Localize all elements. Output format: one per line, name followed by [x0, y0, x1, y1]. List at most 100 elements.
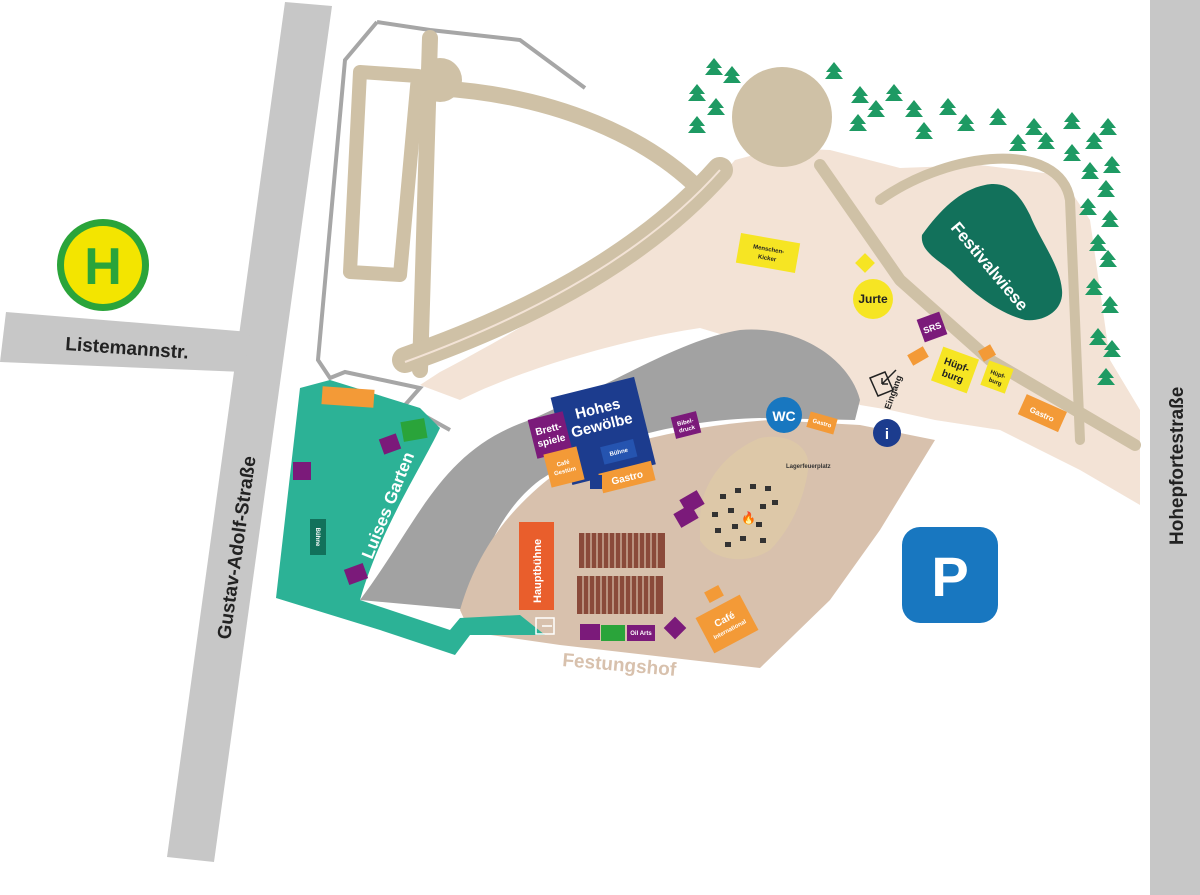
tree-icon	[707, 98, 725, 115]
stand-purple-diamond[interactable]	[663, 616, 687, 640]
tree-icon	[1079, 198, 1097, 215]
tree-icon	[905, 100, 923, 117]
gastro-small-label: Gastro	[812, 418, 833, 429]
tree-icon	[1081, 162, 1099, 179]
tree-icon	[851, 86, 869, 103]
garden-entrance[interactable]	[535, 617, 555, 635]
tree-icon	[1063, 112, 1081, 129]
hauptbuehne-stage[interactable]: Hauptbühne	[519, 522, 554, 610]
orange-diamond-right[interactable]	[977, 344, 997, 362]
hohepfortestrasse-road[interactable]	[1150, 0, 1200, 895]
gewoelbe-gastro[interactable]: Gastro	[598, 460, 656, 494]
tree-icon	[1097, 368, 1115, 385]
orange-diamond-left[interactable]	[907, 346, 929, 366]
hauptbuehne-label: Hauptbühne	[532, 539, 544, 603]
garden-green-small[interactable]	[400, 418, 428, 442]
listemannstrasse-road[interactable]	[0, 312, 250, 372]
court-purple-2[interactable]	[673, 504, 699, 528]
lagerfeuerplatz-area[interactable]	[700, 436, 809, 560]
bibeldruck-label-1: Bibel-	[677, 418, 695, 428]
path-outline	[404, 169, 721, 363]
tree-icon	[1101, 210, 1119, 227]
stand-green[interactable]	[601, 625, 625, 641]
tree-icon	[1025, 118, 1043, 135]
bibeldruck-box[interactable]: Bibel- druck	[670, 411, 702, 439]
gastro-small-box[interactable]: Gastro	[806, 411, 838, 435]
tree-icon	[849, 114, 867, 131]
tree-icon	[1009, 134, 1027, 151]
huepfburg-small-label-2: burg	[988, 378, 1003, 388]
seating-block-upper	[579, 533, 665, 568]
huepfburg-small[interactable]: Hüpf- burg	[980, 360, 1014, 394]
tree-icon	[1101, 296, 1119, 313]
wc-icon[interactable]	[766, 397, 802, 433]
tree-icon	[723, 66, 741, 83]
garden-buehne[interactable]: Bühne	[310, 519, 326, 555]
tree-icon	[1063, 144, 1081, 161]
cafe-gestuem-label-1: Café	[556, 459, 571, 468]
info-icon[interactable]	[873, 419, 901, 447]
tree-icon	[1099, 250, 1117, 267]
tree-icon	[1103, 340, 1121, 357]
garden-orange-box[interactable]	[321, 386, 375, 408]
lagerfeuer-label: Lagerfeuerplatz	[786, 464, 831, 470]
stone-navy-marker[interactable]	[590, 475, 602, 489]
parking-label: P	[931, 545, 968, 608]
cafe-gestuem-label-2: Gestüm	[554, 466, 577, 477]
fortress-outer-wall	[315, 20, 587, 432]
srs-box[interactable]: SRS	[916, 311, 948, 343]
bibeldruck-label-2: druck	[679, 425, 697, 435]
tree-icon	[989, 108, 1007, 125]
tree-icon	[825, 62, 843, 79]
menschenkicker-label-1: Menschen-	[753, 244, 785, 255]
hohepfortestrasse-label: Hohepfortestraße	[1167, 387, 1188, 545]
jurte-label: Jurte	[858, 292, 888, 306]
stand-purple-1[interactable]	[580, 624, 600, 640]
garden-purple-box[interactable]	[293, 462, 311, 480]
tree-icon	[1097, 180, 1115, 197]
parking-icon[interactable]	[902, 527, 998, 623]
tower-circle	[732, 67, 832, 167]
campfire-icon: 🔥	[741, 511, 756, 525]
tree-icon	[1099, 118, 1117, 135]
festivalwiese-area[interactable]	[921, 184, 1063, 321]
cafe-international-box[interactable]: Café International	[695, 594, 759, 654]
bus-stop-inner	[64, 226, 142, 304]
jurte-area[interactable]	[853, 279, 893, 319]
buehne-garden-label: Bühne	[314, 528, 320, 547]
path-junction	[418, 58, 462, 102]
info-label: i	[885, 426, 889, 443]
bus-stop-label: H	[84, 238, 122, 296]
orange-small-marker[interactable]	[704, 584, 724, 604]
tree-icon	[1085, 278, 1103, 295]
oil-arts-box[interactable]: Oil Arts	[627, 625, 655, 641]
yellow-small-marker[interactable]	[855, 253, 875, 273]
tree-icon	[915, 122, 933, 139]
entrance-arrow-icon	[868, 369, 897, 397]
luises-garten-area[interactable]	[276, 380, 545, 655]
tree-icon	[939, 98, 957, 115]
wc-label: WC	[772, 408, 795, 424]
tree-icon	[705, 58, 723, 75]
tree-icon	[1037, 132, 1055, 149]
stone-area	[360, 329, 860, 610]
menschenkicker-box[interactable]: Menschen- Kicker	[735, 233, 801, 273]
oel-arts-label: Oil Arts	[630, 631, 652, 637]
garden-purple-small[interactable]	[378, 433, 402, 455]
tree-icon	[688, 84, 706, 101]
tree-icon	[957, 114, 975, 131]
tree-icon	[1089, 234, 1107, 251]
cafe-gestuem-box[interactable]: Café Gestüm	[543, 446, 585, 488]
menschenkicker-label-2: Kicker	[757, 254, 777, 263]
seating-block-lower	[577, 576, 663, 614]
garden-purple-bottom[interactable]	[343, 563, 369, 585]
huepfburg-big[interactable]: Hüpf- burg	[930, 346, 980, 394]
gustav-adolf-strasse-road[interactable]	[167, 2, 332, 862]
tree-icon	[1089, 328, 1107, 345]
huepfburg-small-label-1: Hüpf-	[989, 370, 1006, 381]
tree-icon	[885, 84, 903, 101]
gastro-right-box[interactable]: Gastro	[1017, 394, 1067, 433]
brettspiele-box[interactable]: Brett- spiele	[527, 411, 573, 459]
